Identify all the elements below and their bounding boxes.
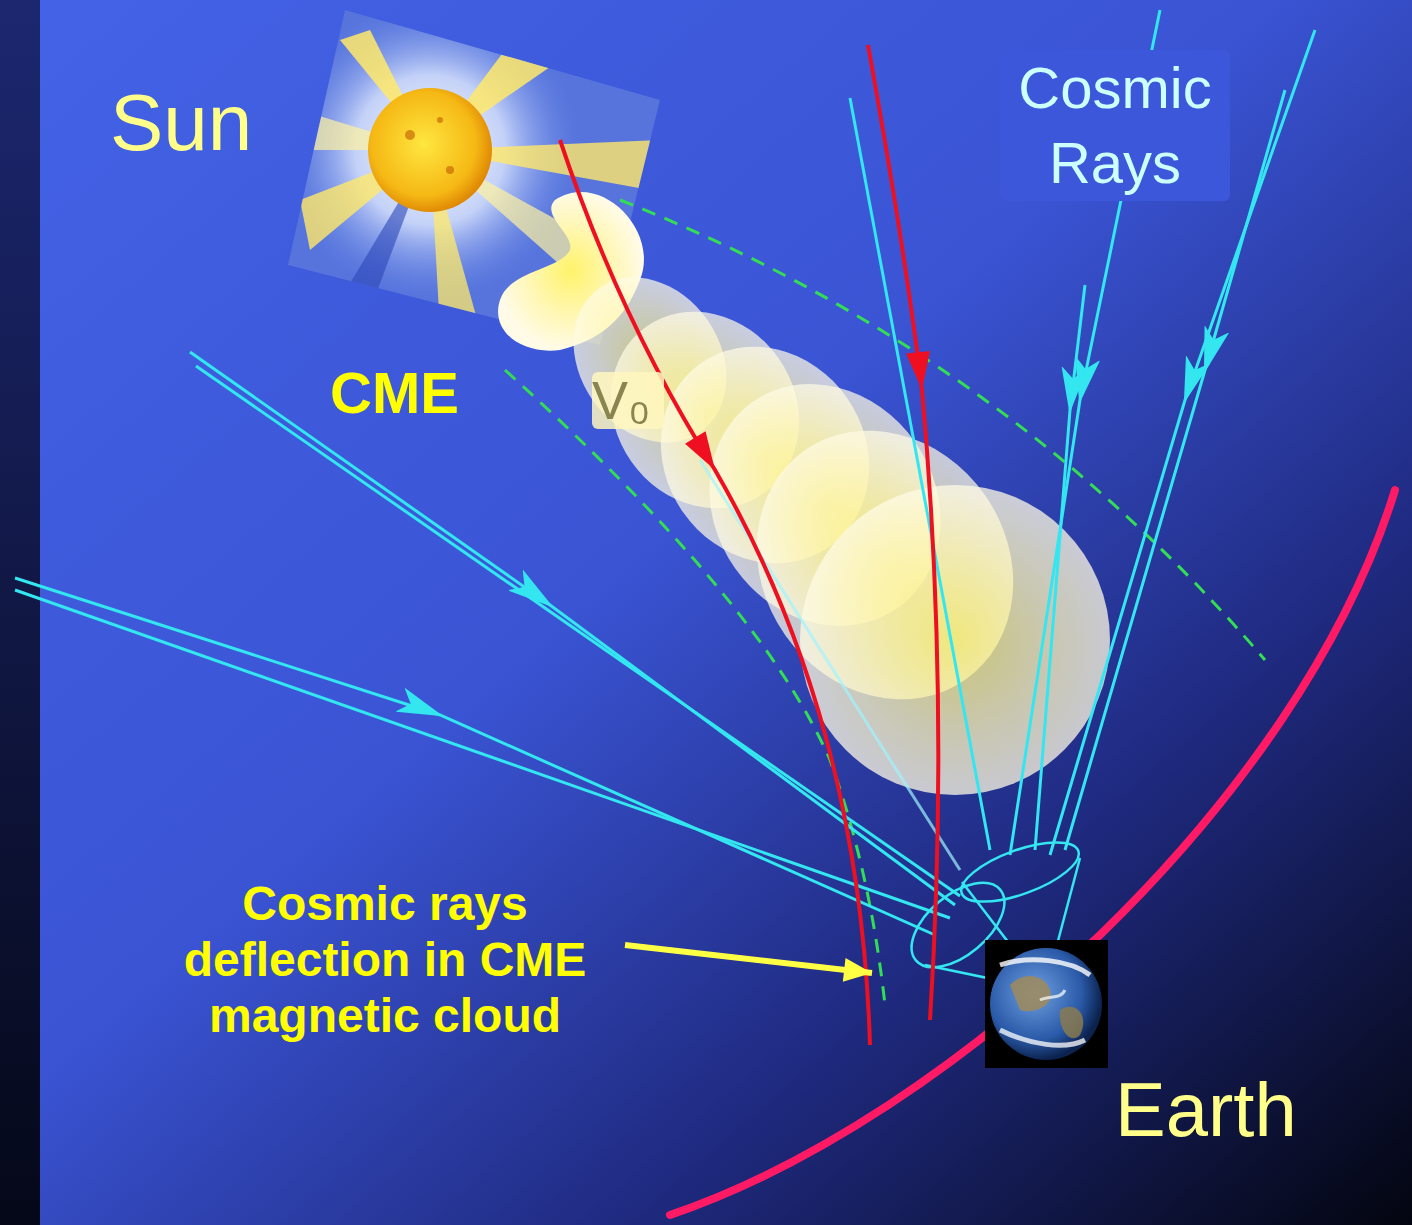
sun-spot [437, 117, 443, 123]
ray [700, 460, 960, 870]
cloud-swirl [1000, 1030, 1085, 1045]
sun-spot [405, 130, 415, 140]
land [1010, 976, 1051, 1011]
cloud-shell [800, 485, 1110, 795]
cosmic-rays-label: Cosmic Rays [1000, 50, 1230, 201]
earth-frame [985, 940, 1108, 1068]
acceptance-cone [954, 830, 1086, 914]
sun-disc [368, 88, 492, 212]
earth-label: Earth [1115, 1072, 1345, 1148]
cosmic-rays [15, 10, 1315, 990]
globe [990, 948, 1102, 1060]
field-line [868, 45, 938, 1020]
ray [1065, 90, 1285, 850]
earth-picture [985, 940, 1108, 1068]
boundary-dashed [505, 370, 885, 1005]
velocity-label: V₀ [592, 372, 664, 429]
side-strip [0, 0, 40, 1225]
sun-label: Sun [110, 83, 310, 163]
cloud-swirl [1000, 960, 1090, 975]
ray [850, 98, 990, 850]
callout-text: Cosmic rays deflection in CME magnetic c… [165, 876, 605, 1044]
cme-cloud [498, 192, 1110, 795]
ray [15, 590, 950, 918]
field-line [560, 140, 870, 1045]
sun-spot [446, 166, 454, 174]
callout-arrow [625, 945, 872, 973]
cloud-swirl [1040, 990, 1065, 1000]
cme-label: CME [330, 364, 500, 422]
land [1060, 1007, 1083, 1038]
